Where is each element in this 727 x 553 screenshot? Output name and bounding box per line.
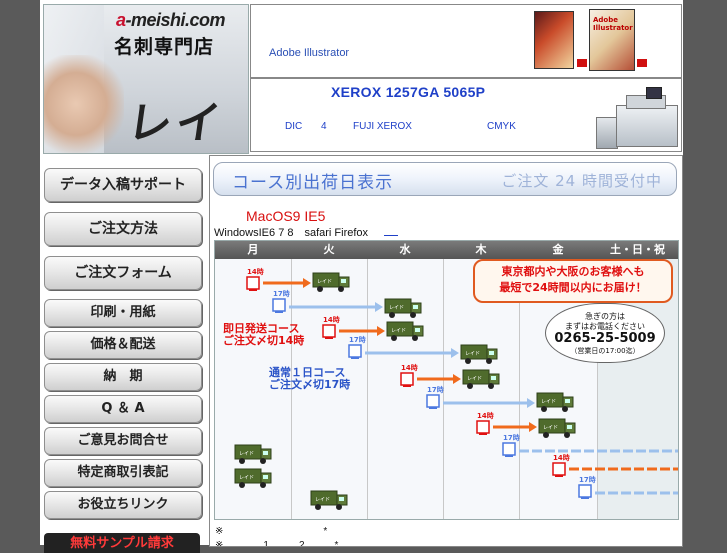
grid-line [443,259,444,519]
day-tue: 火 [323,243,335,256]
software-box-icon [534,11,574,69]
grid-line [367,259,368,519]
cutoff-17-label: 17時 [273,290,290,298]
adobe-illustrator-banner[interactable]: Adobe Illustrator Adobe Illustrator [250,4,682,78]
cutoff-14-label: 14時 [247,268,264,276]
main-content: コース別出荷日表示 ご注文 24 時間受付中 MacOS9 IE5 Window… [209,155,683,547]
nav-contact[interactable]: ご意見お問合せ [44,427,202,455]
delivery-truck-icon [460,344,498,365]
delivery-truck-icon [310,490,348,511]
nav-legal-notice[interactable]: 特定商取引表記 [44,459,202,487]
footnote-1: ※ * [215,526,328,537]
order-24h-text: ご注文 24 時間受付中 [501,172,662,190]
adobe-logo-icon [577,59,587,67]
delivery-truck-icon [312,272,350,293]
grid-line [291,259,292,519]
delivery-truck-icon [234,468,272,489]
delivery-truck-icon [536,392,574,413]
spec-fuji-xerox: FUJI XEROX [353,121,412,132]
day-weekend: 土・日・祝 [610,243,665,256]
footnote-2: ※ 1 2 * [215,540,339,547]
spec-dic: DIC [285,121,303,132]
illustrator-box-icon: Adobe Illustrator [589,9,635,71]
business-hours: （営業日の17:00迄） [570,347,640,355]
phone-contact-bubble[interactable]: 急ぎの方はまずはお電話ください 0265-25-5009 （営業日の17:00迄… [545,303,665,363]
nav-printing-paper[interactable]: 印刷・用紙 [44,299,202,327]
browser-note-env: WindowsIE6 7 8 safari Firefox [214,224,399,240]
cutoff-14-label: 14時 [323,316,340,324]
adobe-logo-icon-2 [637,59,647,67]
nav-data-submission[interactable]: データ入稿サポート [44,168,202,202]
xerox-printer-banner[interactable]: XEROX 1257GA 5065P DIC 4 FUJI XEROX CMYK [250,78,682,152]
clock-icon [552,462,566,478]
printer-model-title: XEROX 1257GA 5065P [331,84,486,100]
banner1-text: Adobe Illustrator [269,47,350,59]
day-header-bar: 月 火 水 木 金 土・日・祝 [215,241,678,259]
shipping-flow-graphic: レイド [234,272,678,511]
grid-line [597,259,598,519]
free-sample-banner[interactable]: 無料サンプル請求 [44,533,200,553]
shipping-schedule-chart: 月 火 水 木 金 土・日・祝 レイド [214,240,679,520]
delivery-truck-icon [234,444,272,465]
clock-icon [322,324,336,340]
cutoff-14-label: 14時 [477,412,494,420]
nav-faq[interactable]: Q ＆ A [44,395,202,423]
clock-icon [502,442,516,458]
grid-line [519,259,520,519]
note-link[interactable] [384,235,399,236]
nav-order-form[interactable]: ご注文フォーム [44,256,202,290]
cutoff-17-label: 17時 [349,336,366,344]
nav-order-method[interactable]: ご注文方法 [44,212,202,246]
delivery-truck-icon [384,298,422,319]
day-wed: 水 [399,243,411,256]
nav-useful-links[interactable]: お役立ちリンク [44,491,202,519]
spec-4: 4 [321,121,327,132]
clock-icon [476,420,490,436]
cutoff-14-label: 14時 [401,364,418,372]
browser-note-red: MacOS9 IE5 [246,208,326,224]
logo-domain: a-meishi.com [116,10,226,30]
clock-icon [272,298,286,314]
cutoff-14-label: 14時 [553,454,570,462]
clock-icon [578,484,592,500]
printer-icon [596,87,678,149]
clock-icon [400,372,414,388]
course-header-title: コース別出荷日表示 [232,173,394,193]
normal-course-label: 通常１日コースご注文〆切17時 [269,366,351,391]
cutoff-17-label: 17時 [579,476,596,484]
fast-delivery-callout: 東京都内や大阪のお客様へも最短で24時間以内にお届け！ [473,259,673,303]
course-header: コース別出荷日表示 ご注文 24 時間受付中 [213,162,677,196]
express-course-label: 即日発送コースご注文〆切14時 [223,322,305,347]
logo-brand: レイド [124,98,228,149]
cutoff-17-label: 17時 [503,434,520,442]
nav-price-shipping[interactable]: 価格＆配送 [44,331,202,359]
delivery-truck-icon [538,418,576,439]
delivery-truck-icon [462,369,500,390]
day-fri: 金 [552,243,564,256]
day-mon: 月 [247,243,259,256]
phone-number[interactable]: 0265-25-5009 [554,331,656,346]
site-logo[interactable]: a-meishi.com 名刺専門店 レイド [43,4,249,154]
spec-cmyk: CMYK [487,121,516,132]
clock-icon [246,276,260,292]
logo-shop-name: 名刺専門店 [114,36,215,58]
cutoff-17-label: 17時 [427,386,444,394]
day-thu: 木 [475,243,487,256]
delivery-truck-icon [386,321,424,342]
clock-icon [348,344,362,360]
nav-delivery-time[interactable]: 納 期 [44,363,202,391]
clock-icon [426,394,440,410]
logo-hand-graphic [44,55,124,153]
